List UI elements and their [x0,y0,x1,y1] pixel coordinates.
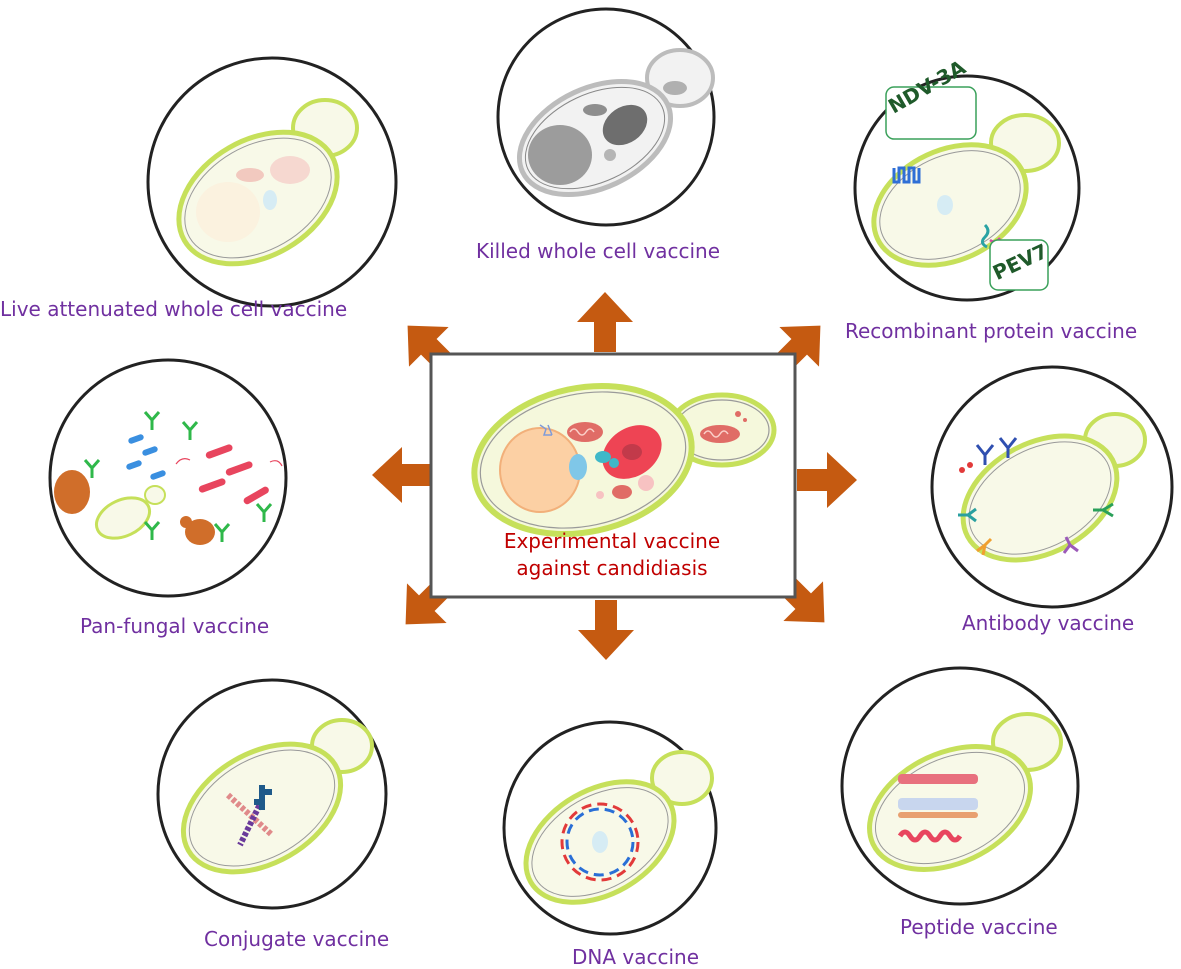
center-label-line1: Experimental vaccine [503,529,721,553]
conjugate-illustration [156,678,388,910]
label-peptide: Peptide vaccine [900,915,1058,939]
center-box [429,352,797,599]
label-dna: DNA vaccine [572,945,700,969]
label-recombinant: Recombinant protein vaccine [845,319,1138,343]
center-label: Experimental vaccine against candidiasis [440,528,784,582]
dna-illustration [502,720,718,936]
killed-illustration [496,7,716,227]
arrow-down [578,600,634,660]
label-conjugate: Conjugate vaccine [204,927,390,951]
pan-fungal-illustration [48,358,288,598]
antibody-illustration [930,365,1174,609]
peptide-illustration [840,666,1080,906]
label-live-attenuated: Live attenuated whole cell vaccine [0,297,348,321]
arrow-right [797,452,857,508]
label-pan-fungal: Pan-fungal vaccine [80,614,270,638]
arrow-left [372,447,432,503]
arrow-up [577,292,633,352]
live-attenuated-illustration [146,56,398,308]
label-killed: Killed whole cell vaccine [476,239,721,263]
label-antibody: Antibody vaccine [962,611,1135,635]
recombinant-illustration [853,74,1081,302]
center-label-line2: against candidiasis [516,556,708,580]
